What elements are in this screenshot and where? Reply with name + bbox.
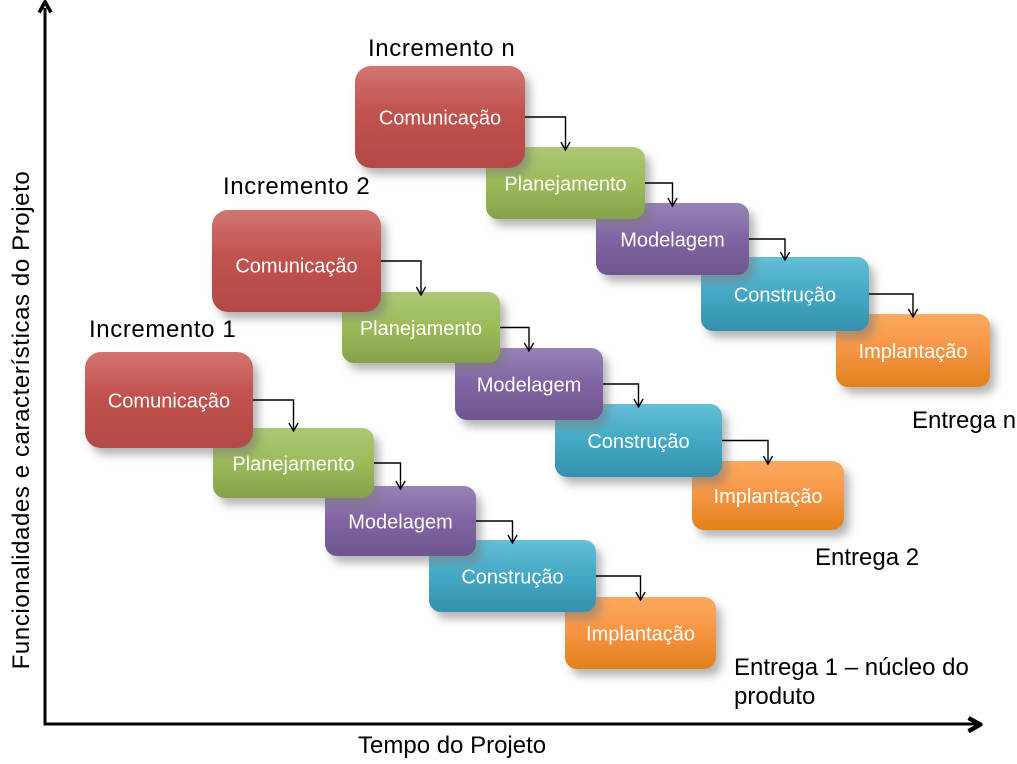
svg-text:Incremento 2: Incremento 2 — [223, 173, 370, 200]
svg-text:Modelagem: Modelagem — [348, 512, 453, 534]
svg-text:Entrega n: Entrega n — [912, 407, 1016, 434]
svg-text:produto: produto — [734, 683, 815, 710]
svg-text:Construção: Construção — [587, 431, 689, 453]
svg-text:Entrega 1 – núcleo do: Entrega 1 – núcleo do — [734, 654, 969, 681]
svg-text:Implantação: Implantação — [586, 624, 695, 646]
svg-text:Entrega 2: Entrega 2 — [815, 544, 919, 571]
svg-text:Tempo do Projeto: Tempo do Projeto — [358, 732, 546, 759]
svg-text:Incremento n: Incremento n — [368, 35, 515, 62]
svg-text:Modelagem: Modelagem — [477, 375, 582, 397]
svg-text:Construção: Construção — [461, 567, 563, 589]
svg-text:Funcionalidades e característi: Funcionalidades e características do Pro… — [8, 171, 35, 670]
svg-text:Planejamento: Planejamento — [360, 318, 482, 340]
svg-text:Comunicação: Comunicação — [108, 391, 230, 413]
svg-text:Implantação: Implantação — [859, 341, 968, 363]
svg-text:Comunicação: Comunicação — [235, 256, 357, 278]
svg-text:Construção: Construção — [734, 285, 836, 307]
svg-text:Planejamento: Planejamento — [232, 454, 354, 476]
svg-text:Implantação: Implantação — [714, 486, 823, 508]
svg-text:Planejamento: Planejamento — [504, 174, 626, 196]
svg-text:Comunicação: Comunicação — [379, 108, 501, 130]
svg-text:Modelagem: Modelagem — [620, 230, 725, 252]
svg-text:Incremento 1: Incremento 1 — [89, 316, 236, 343]
